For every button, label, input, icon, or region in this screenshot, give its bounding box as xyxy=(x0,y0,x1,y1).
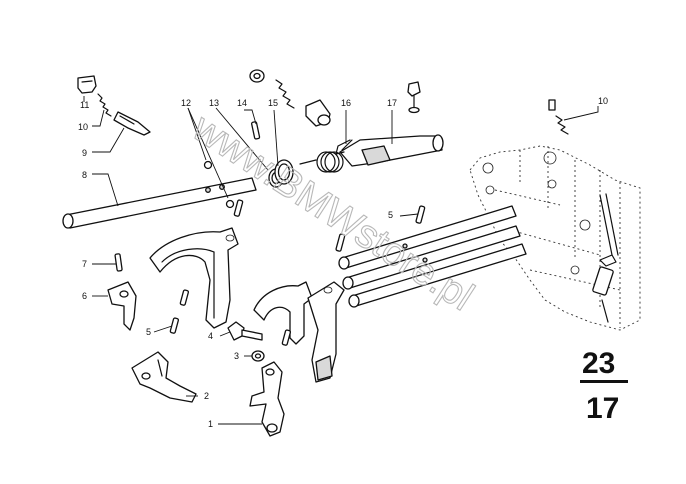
callout-labels: 11 10 9 8 12 13 14 15 16 17 10 5 7 6 5 4… xyxy=(78,96,608,429)
part-16-torsion-spring xyxy=(299,139,353,173)
callout-14: 14 xyxy=(237,98,247,108)
callout-4: 4 xyxy=(208,331,213,341)
rods-parallel xyxy=(338,205,527,308)
part-10-spring-right xyxy=(548,99,569,135)
callout-6: 6 xyxy=(82,291,87,301)
callout-5-right: 5 xyxy=(388,210,393,220)
callout-11: 11 xyxy=(80,100,89,110)
part-12-ball xyxy=(203,160,235,209)
callout-2: 2 xyxy=(204,391,209,401)
gearbox-housing xyxy=(469,145,641,331)
part-screw-top-right xyxy=(407,81,421,114)
part-spring-top xyxy=(275,79,295,109)
part-15-rings xyxy=(268,159,294,188)
callout-16: 16 xyxy=(341,98,351,108)
part-5-pin-right xyxy=(415,205,426,224)
callout-17: 17 xyxy=(387,98,397,108)
part-clip-top xyxy=(249,69,265,83)
part-8-shift-rod xyxy=(62,177,257,229)
callout-5-left: 5 xyxy=(146,327,151,337)
part-4-bolt xyxy=(227,321,263,341)
shift-fork-left xyxy=(149,227,239,329)
page-number-divider xyxy=(580,380,628,383)
part-14-pin xyxy=(251,121,261,140)
part-2-lever xyxy=(131,351,197,403)
part-pin-lower xyxy=(281,329,292,346)
part-7-pin xyxy=(114,253,123,272)
callout-15: 15 xyxy=(268,98,278,108)
shift-fork-middle xyxy=(253,281,345,383)
page-number-bottom: 17 xyxy=(586,392,619,425)
part-bushing-top xyxy=(305,99,331,127)
callout-8: 8 xyxy=(82,170,87,180)
callout-3: 3 xyxy=(234,351,239,361)
part-pin-mid xyxy=(233,199,346,252)
part-11-screw xyxy=(77,75,97,94)
callout-13: 13 xyxy=(209,98,219,108)
page-number: 23 17 xyxy=(580,347,628,425)
part-17-selector-shaft xyxy=(335,134,444,167)
callout-10-right: 10 xyxy=(598,96,608,106)
callout-7: 7 xyxy=(82,259,87,269)
leader-lines xyxy=(83,96,599,425)
callout-9: 9 xyxy=(82,148,87,158)
page-number-top: 23 xyxy=(582,347,615,380)
part-9-detent-pin xyxy=(113,111,151,136)
part-6-bracket xyxy=(107,281,137,331)
part-5-pin-left xyxy=(169,289,190,334)
callout-1: 1 xyxy=(208,419,213,429)
part-3-washer xyxy=(251,350,265,362)
part-1-lever xyxy=(249,361,285,437)
callout-10-left: 10 xyxy=(78,122,88,132)
callout-12: 12 xyxy=(181,98,191,108)
part-10-spring-left xyxy=(97,93,112,117)
